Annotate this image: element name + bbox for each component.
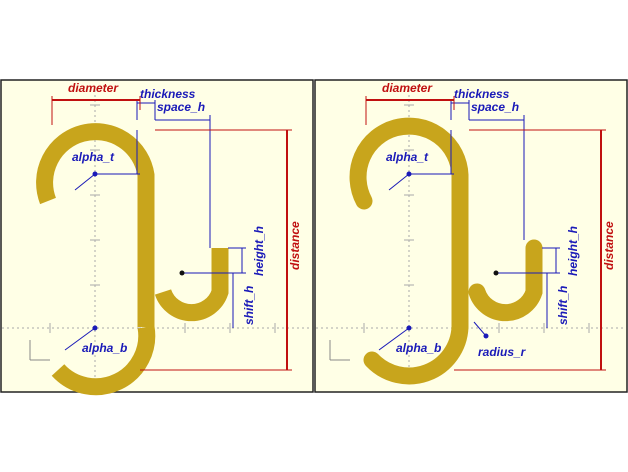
right-label-space-h: space_h bbox=[471, 100, 519, 114]
left-label-space-h: space_h bbox=[157, 100, 205, 114]
right-label-alpha-b: alpha_b bbox=[396, 341, 441, 355]
right-panel bbox=[314, 79, 628, 393]
right-label-height-h: height_h bbox=[566, 226, 580, 276]
hook-shape bbox=[36, 123, 229, 396]
left-label-diameter: diameter bbox=[68, 81, 119, 95]
right-label-radius-r: radius_r bbox=[478, 345, 527, 359]
left-label-alpha-b: alpha_b bbox=[82, 341, 127, 355]
left-panel-drawing: diameter thickness space_h alpha_t alpha… bbox=[2, 81, 312, 396]
hook-shape-rounded bbox=[349, 117, 543, 385]
right-label-distance: distance bbox=[602, 221, 616, 270]
left-panel bbox=[0, 79, 314, 393]
left-label-alpha-t: alpha_t bbox=[72, 150, 115, 164]
right-label-alpha-t: alpha_t bbox=[386, 150, 429, 164]
left-label-thickness: thickness bbox=[140, 87, 196, 101]
right-label-diameter: diameter bbox=[382, 81, 433, 95]
right-label-shift-h: shift_h bbox=[556, 286, 570, 325]
left-label-height-h: height_h bbox=[252, 226, 266, 276]
left-label-distance: distance bbox=[288, 221, 302, 270]
left-label-shift-h: shift_h bbox=[242, 286, 256, 325]
right-panel-drawing: diameter thickness space_h alpha_t alpha… bbox=[316, 81, 626, 385]
right-label-thickness: thickness bbox=[454, 87, 510, 101]
